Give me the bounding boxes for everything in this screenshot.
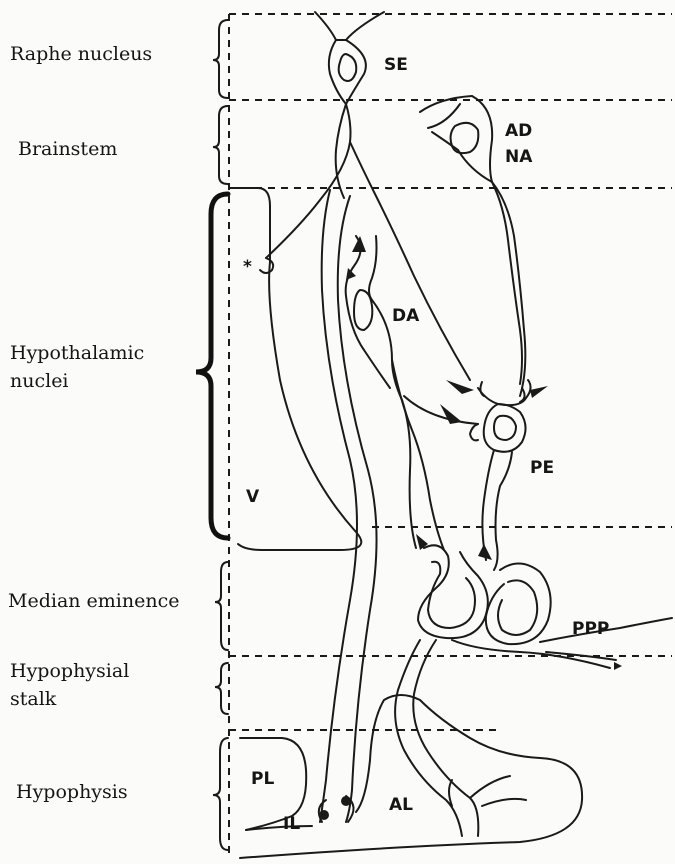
node-label-se: SE [384, 55, 408, 75]
node-label-il: IL [283, 814, 300, 834]
se-neuron [266, 12, 470, 380]
da-neuron [346, 236, 478, 550]
brace-brainstem [213, 106, 228, 184]
node-label-v: V [246, 487, 259, 507]
star-synapse [260, 258, 273, 273]
node-label-ad: AD [505, 121, 532, 141]
brace-raphe [213, 20, 228, 98]
region-label-hypophysial: Hypophysial [10, 658, 129, 685]
descending-axons [319, 190, 377, 822]
node-label-ppp: PPP [572, 619, 609, 639]
node-label-star: * [243, 257, 252, 277]
node-label-al: AL [389, 795, 413, 815]
brace-hypophysis [213, 738, 228, 850]
region-label-nuclei: nuclei [10, 368, 69, 395]
il-terminal-2 [341, 796, 351, 806]
region-braces [196, 20, 228, 850]
portal-loops [416, 534, 551, 644]
brace-stalk [215, 663, 228, 714]
brace-hypothalamic [196, 194, 228, 538]
ad-na-neuron [420, 96, 525, 396]
node-label-pe: PE [530, 458, 554, 478]
region-label-hypothalamic: Hypothalamic [10, 340, 144, 367]
region-label-median-eminence: Median eminence [8, 588, 179, 615]
portal-vessels [395, 618, 672, 836]
node-label-na: NA [505, 147, 532, 167]
region-label-raphe-nucleus: Raphe nucleus [10, 41, 152, 68]
region-label-stalk: stalk [10, 686, 56, 713]
brace-median [215, 562, 228, 650]
region-label-brainstem: Brainstem [18, 136, 117, 163]
il-terminal-1 [319, 810, 329, 820]
node-label-da: DA [392, 306, 419, 326]
region-label-hypophysis: Hypophysis [16, 779, 128, 806]
node-label-pl: PL [251, 769, 274, 789]
